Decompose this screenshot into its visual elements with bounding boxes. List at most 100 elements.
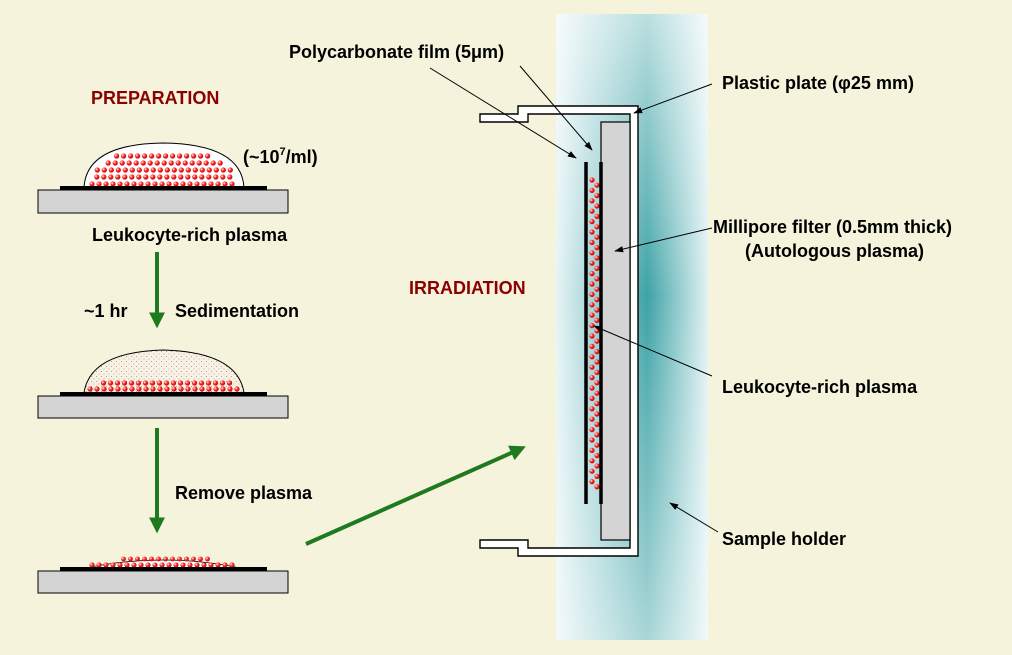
cell-dot [142, 380, 149, 386]
cell-dot [589, 406, 595, 412]
cell-dot [154, 160, 160, 166]
leukocyte-rich-plasma-label-left: Leukocyte-rich plasma [92, 225, 288, 245]
step1-slide-group [37, 142, 289, 214]
cell-dot [185, 174, 191, 180]
cell-dot [149, 380, 156, 386]
cell-dot [150, 174, 156, 180]
cell-dot [117, 562, 123, 568]
cell-dot [594, 203, 600, 209]
cell-dot [199, 167, 205, 173]
cell-dot [119, 160, 125, 166]
cell-dot [226, 380, 233, 386]
cell-dot [96, 181, 102, 187]
leader-millipore [614, 227, 713, 253]
cell-dot [94, 167, 100, 173]
cell-dot [194, 181, 200, 187]
cell-dot [227, 174, 233, 180]
cell-dot [87, 386, 93, 392]
plastic-plate-frame [479, 105, 639, 557]
cell-dot [589, 395, 595, 401]
leader-polycarbonate-outer [429, 67, 577, 159]
cell-dot [122, 386, 128, 392]
cell-dot [108, 167, 114, 173]
cell-dot [212, 380, 219, 386]
cell-dot [594, 245, 600, 251]
cell-dot [163, 380, 170, 386]
cell-dot [138, 181, 144, 187]
cell-dot [168, 160, 174, 166]
cell-dot [122, 174, 128, 180]
cell-dot [594, 182, 600, 188]
cell-dot [594, 411, 600, 417]
cell-dot [203, 160, 209, 166]
cell-dot [594, 473, 600, 479]
cell-dot [220, 386, 226, 392]
cell-dot [205, 556, 210, 562]
cell-dot [206, 386, 212, 392]
cell-dot [594, 328, 600, 334]
cell-dot [589, 354, 595, 360]
cell-dot [101, 174, 107, 180]
cell-dot [143, 386, 149, 392]
cell-dot [177, 380, 184, 386]
cell-dot [110, 562, 116, 568]
cell-dot [589, 208, 595, 214]
cell-dot [117, 181, 123, 187]
cell-dot [178, 167, 184, 173]
cell-dot [100, 380, 107, 386]
cell-dot [208, 562, 214, 568]
cell-dot [159, 562, 165, 568]
cell-dot [199, 174, 205, 180]
cell-dot [234, 386, 240, 392]
cell-dot [131, 562, 137, 568]
cell-dot [206, 174, 212, 180]
cell-dot [220, 174, 226, 180]
cell-dot [594, 401, 600, 407]
cell-dot [171, 167, 177, 173]
cell-dot [94, 386, 100, 392]
cell-dot [126, 160, 132, 166]
cell-dot [178, 174, 184, 180]
cell-dot [589, 447, 595, 453]
concentration-suffix: /ml) [286, 147, 318, 167]
cell-dot [201, 562, 207, 568]
step1-film [60, 186, 267, 190]
cell-dot [138, 562, 144, 568]
cell-dot [229, 562, 235, 568]
step1-cells [89, 153, 235, 187]
cell-dot [227, 386, 233, 392]
cell-dot [589, 416, 595, 422]
cell-dot [227, 167, 233, 173]
step2-cells [87, 380, 240, 392]
cell-dot [594, 193, 600, 199]
cell-dot [103, 562, 109, 568]
cell-dot [135, 556, 140, 562]
cell-dot [143, 167, 149, 173]
cell-dot [149, 556, 154, 562]
cell-dot [213, 174, 219, 180]
cell-dot [152, 562, 158, 568]
cell-dot [115, 174, 121, 180]
cell-dot [163, 556, 168, 562]
cell-dot [594, 338, 600, 344]
cell-dot [140, 160, 146, 166]
cell-dot [136, 167, 142, 173]
polycarbonate-film-label: Polycarbonate film (5μm) [289, 42, 504, 62]
cell-dot [191, 556, 196, 562]
cell-dot [101, 386, 107, 392]
cell-dot [131, 181, 137, 187]
cell-dot [192, 167, 198, 173]
cell-dot [594, 390, 600, 396]
arrow-to-irradiation [305, 445, 526, 546]
cell-dot [589, 229, 595, 235]
cell-dot [594, 421, 600, 427]
leader-sample-holder [669, 502, 719, 533]
cell-dot [229, 181, 235, 187]
cell-dot [159, 181, 165, 187]
cell-dot [185, 167, 191, 173]
cell-dot [145, 562, 151, 568]
cell-dot [136, 386, 142, 392]
cell-dot [166, 562, 172, 568]
sample-holder-label: Sample holder [722, 529, 846, 549]
